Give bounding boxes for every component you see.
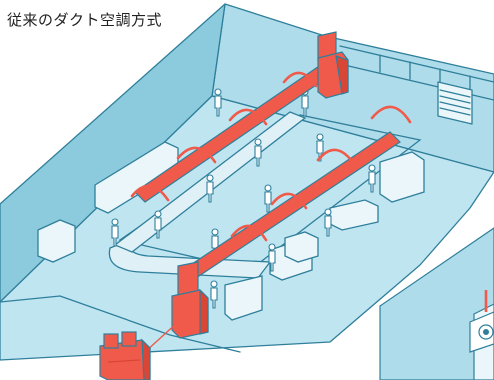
exhaust-grille-icon [437, 81, 473, 125]
furniture [37, 141, 425, 321]
airflow-arcs [130, 71, 412, 242]
supply-duct-icon [134, 31, 349, 203]
diagram-title: 従来のダクト空調方式 [7, 11, 163, 29]
supply-duct-icon [171, 131, 401, 339]
person-icon [111, 88, 376, 309]
ceiling-cassette-icon [469, 311, 494, 353]
outdoor-unit-icon [99, 331, 151, 380]
ceiling-cassette-panel [379, 227, 494, 380]
